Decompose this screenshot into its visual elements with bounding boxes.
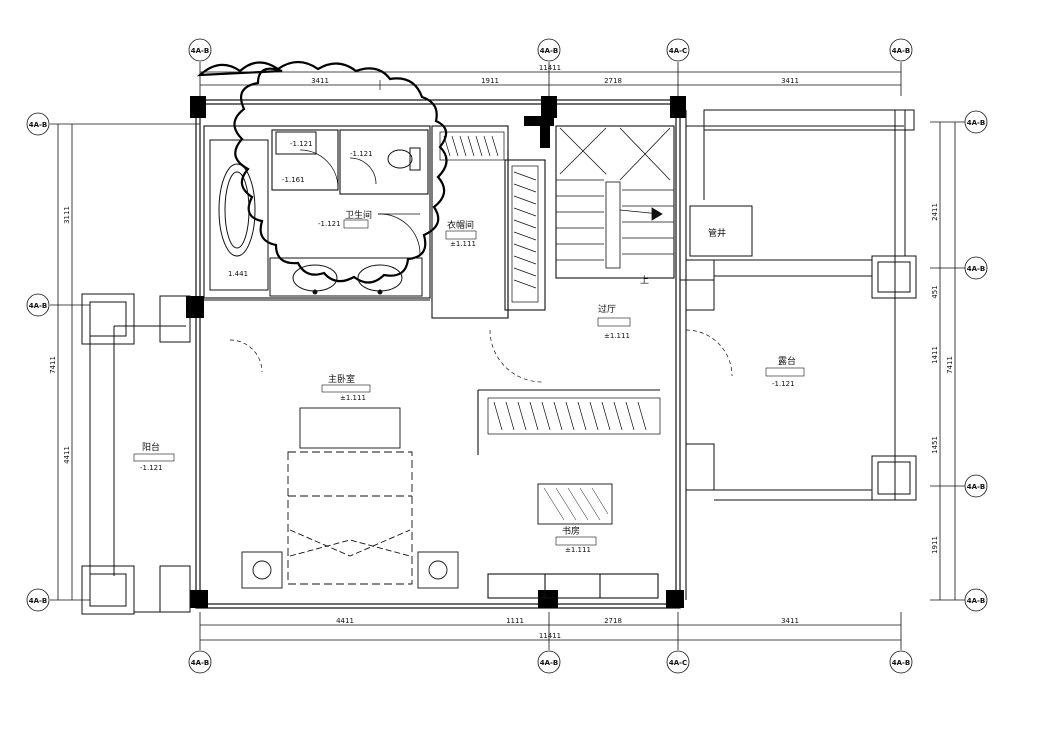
dim-right-3: 1411 xyxy=(931,346,939,364)
dim-left-overall: 7411 xyxy=(49,356,57,374)
room-labels: 卫生间 -1.121 衣帽间 ±1.111 过厅 ±1.111 主卧室 ±1.1… xyxy=(140,140,796,554)
dimension-lines-top xyxy=(200,71,901,90)
toilet-fixture xyxy=(387,147,421,171)
grid-axes-left xyxy=(26,112,200,612)
grid-bubble-top-1: 4A-B xyxy=(191,47,210,55)
dim-bottom-1: 4411 xyxy=(336,617,354,625)
room-label-balcony: 阳台 xyxy=(142,441,160,453)
exterior-walls xyxy=(195,99,681,609)
dim-left-2: 4411 xyxy=(63,446,71,464)
room-label-study: 书房 xyxy=(562,525,580,537)
grid-bubble-top-2: 4A-B xyxy=(540,47,559,55)
dim-top-overall: 11411 xyxy=(539,64,561,72)
double-vanity xyxy=(269,257,423,297)
dim-top-4: 3411 xyxy=(781,77,799,85)
hall-wardrobe xyxy=(487,397,661,435)
room-level-master-bedroom: ±1.111 xyxy=(340,394,366,402)
grid-bubble-left-3: 4A-B xyxy=(29,597,48,605)
fixture-level-tub: -1.161 xyxy=(282,176,305,184)
dim-top-3: 2718 xyxy=(604,77,622,85)
dim-right-5: 1911 xyxy=(931,536,939,554)
room-label-hall: 过厅 xyxy=(598,303,616,315)
room-level-bathroom: -1.121 xyxy=(318,220,341,228)
grid-axes-right xyxy=(930,110,988,612)
grid-bubble-right-1: 4A-B xyxy=(967,119,986,127)
grid-bubble-left-1: 4A-B xyxy=(29,121,48,129)
room-label-closet: 衣帽间 xyxy=(447,219,474,231)
room-label-terrace: 露台 xyxy=(778,355,796,367)
dim-right-4: 1451 xyxy=(931,436,939,454)
shower xyxy=(275,131,317,155)
dim-top-1: 3411 xyxy=(311,77,329,85)
dim-top-2: 1911 xyxy=(481,77,499,85)
grid-bubble-bottom-3: 4A-C xyxy=(669,659,687,667)
master-bed xyxy=(241,407,459,589)
grid-bubble-bottom-1: 4A-B xyxy=(191,659,210,667)
balcony-structure xyxy=(81,293,191,615)
dim-left-1: 3111 xyxy=(63,206,71,224)
room-label-shaft: 管井 xyxy=(708,227,726,239)
dim-bottom-2: 1111 xyxy=(506,617,524,625)
grid-bubble-bottom-4: 4A-B xyxy=(892,659,911,667)
room-level-terrace: -1.121 xyxy=(772,380,795,388)
dim-right-1: 2411 xyxy=(931,203,939,221)
study-desk xyxy=(537,483,613,525)
label-tag-boxes xyxy=(133,219,805,546)
grid-bubble-left-2: 4A-B xyxy=(29,302,48,310)
staircase xyxy=(556,127,674,269)
room-level-closet: ±1.111 xyxy=(450,240,476,248)
dim-bottom-4: 3411 xyxy=(781,617,799,625)
dim-right-overall: 7411 xyxy=(946,356,954,374)
bathtub xyxy=(209,139,269,291)
grid-bubble-right-4: 4A-B xyxy=(967,597,986,605)
grid-bubble-right-3: 4A-B xyxy=(967,483,986,491)
grid-axes-top xyxy=(188,38,913,96)
room-label-master-bedroom: 主卧室 xyxy=(328,373,355,385)
room-level-study: ±1.111 xyxy=(565,546,591,554)
grid-axes-bottom xyxy=(188,612,913,674)
fixture-level-wc-2: -1.121 xyxy=(350,150,373,158)
door-swings-bathroom xyxy=(299,149,421,255)
closet-hangers xyxy=(439,131,539,303)
stair-up-label: 上 xyxy=(640,275,649,286)
fixture-level-basin: 1.441 xyxy=(228,270,248,278)
grid-bubble-right-2: 4A-B xyxy=(967,265,986,273)
dim-bottom-overall: 11411 xyxy=(539,632,561,640)
interior-walls xyxy=(203,110,714,600)
grid-bubble-top-4: 4A-B xyxy=(892,47,911,55)
revision-cloud xyxy=(196,60,448,284)
dim-bottom-3: 2718 xyxy=(604,617,622,625)
fixture-level-wc: -1.121 xyxy=(290,140,313,148)
door-swings-hall xyxy=(229,329,733,383)
grid-bubble-top-3: 4A-C xyxy=(669,47,687,55)
dim-right-2: 451 xyxy=(931,285,939,298)
structural-columns xyxy=(186,96,686,608)
terrace-structure xyxy=(685,109,917,501)
room-level-balcony: -1.121 xyxy=(140,464,163,472)
grid-bubble-bottom-2: 4A-B xyxy=(540,659,559,667)
room-label-bathroom: 卫生间 xyxy=(345,209,372,221)
room-level-hall: ±1.111 xyxy=(604,332,630,340)
